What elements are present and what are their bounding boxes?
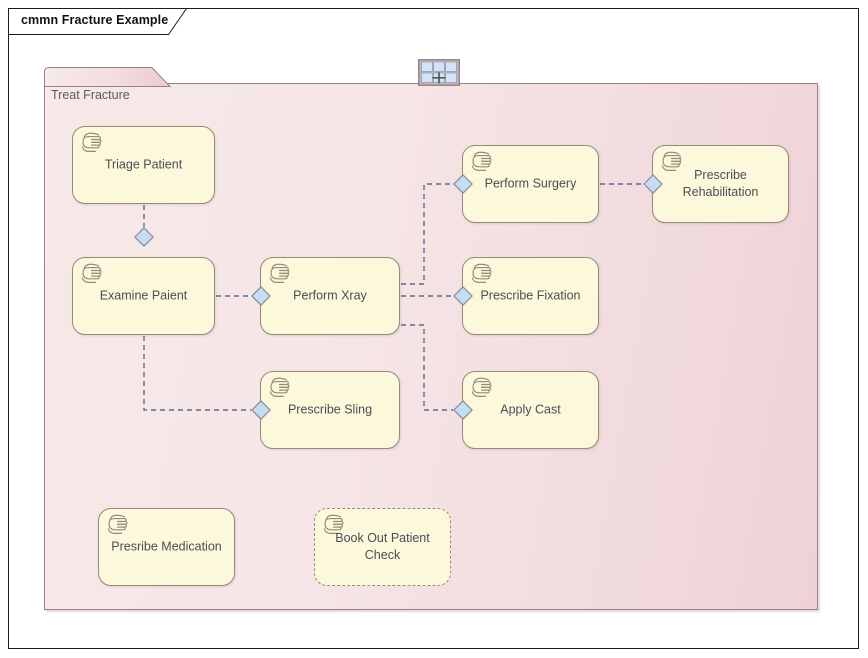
task-prescribe-fixation[interactable]: Prescribe Fixation xyxy=(462,257,599,335)
hand-icon xyxy=(267,263,293,285)
task-label-prescribe-fixation: Prescribe Fixation xyxy=(480,288,581,303)
task-book-out-patient-check[interactable]: Book Out Patient Check xyxy=(314,508,451,586)
diagram-title: cmmn Fracture Example xyxy=(21,13,169,27)
hand-icon xyxy=(469,151,495,173)
task-label-triage-patient: Triage Patient xyxy=(104,157,183,172)
task-perform-xray[interactable]: Perform Xray xyxy=(260,257,400,335)
task-perform-surgery[interactable]: Perform Surgery xyxy=(462,145,599,223)
case-plan-model-tab xyxy=(44,67,176,87)
hand-icon xyxy=(267,377,293,399)
hand-icon xyxy=(105,514,131,536)
task-apply-cast[interactable]: Apply Cast xyxy=(462,371,599,449)
planning-table-icon[interactable] xyxy=(418,59,460,86)
task-prescribe-sling[interactable]: Prescribe Sling xyxy=(260,371,400,449)
hand-icon xyxy=(321,514,347,536)
task-label-apply-cast: Apply Cast xyxy=(500,402,561,417)
hand-icon xyxy=(79,263,105,285)
sentry-prescribe-fixation[interactable] xyxy=(453,286,473,306)
task-label-prescribe-sling: Prescribe Sling xyxy=(287,402,373,417)
hand-icon xyxy=(79,132,105,154)
hand-icon xyxy=(659,151,685,173)
sentry-perform-surgery[interactable] xyxy=(453,174,473,194)
task-prescribe-rehabilitation[interactable]: Prescribe Rehabilitation xyxy=(652,145,789,223)
task-label-examine-paient: Examine Paient xyxy=(99,288,188,303)
hand-icon xyxy=(469,377,495,399)
task-label-book-out-patient-check: Book Out Patient Check xyxy=(335,531,430,562)
task-label-perform-surgery: Perform Surgery xyxy=(484,176,577,191)
case-plan-model-name: Treat Fracture xyxy=(51,88,130,102)
task-triage-patient[interactable]: Triage Patient xyxy=(72,126,215,204)
sentry-prescribe-rehabilitation[interactable] xyxy=(643,174,663,194)
sentry-perform-xray[interactable] xyxy=(251,286,271,306)
task-label-perform-xray: Perform Xray xyxy=(293,288,367,303)
hand-icon xyxy=(469,263,495,285)
sentry-prescribe-sling[interactable] xyxy=(251,400,271,420)
task-label-prescribe-rehabilitation: Prescribe Rehabilitation xyxy=(682,168,759,199)
diagram-title-tab: cmmn Fracture Example xyxy=(8,8,188,35)
task-label-presribe-medication: Presribe Medication xyxy=(111,539,222,554)
sentry-apply-cast[interactable] xyxy=(453,400,473,420)
task-examine-paient[interactable]: Examine Paient xyxy=(72,257,215,335)
sentry-examine-paient[interactable] xyxy=(134,227,154,247)
task-presribe-medication[interactable]: Presribe Medication xyxy=(98,508,235,586)
